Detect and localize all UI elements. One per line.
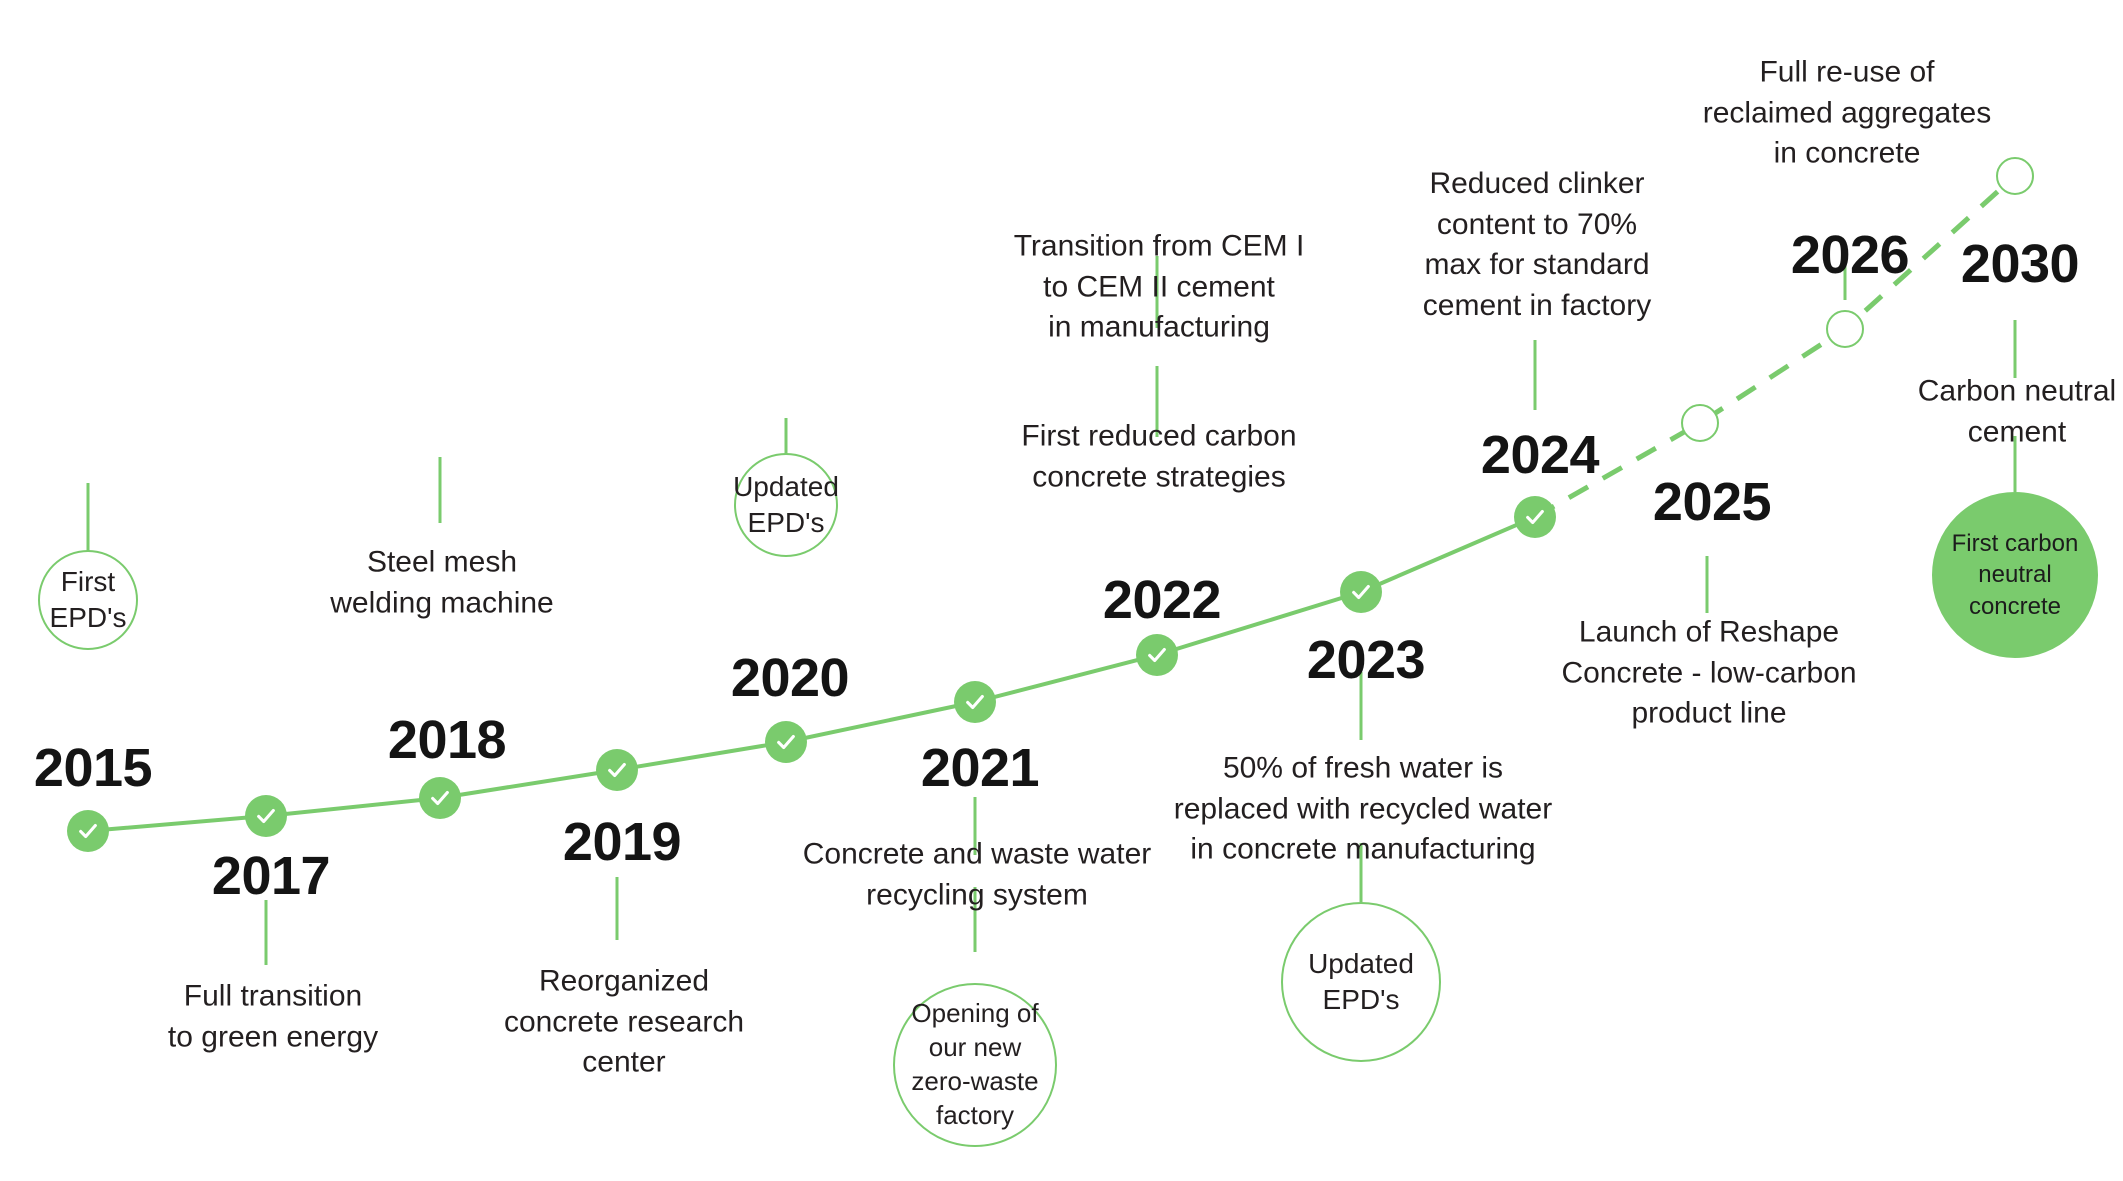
check-icon bbox=[1146, 644, 1168, 666]
node-2025[interactable] bbox=[1681, 404, 1719, 442]
desc-2018: Steel mesh welding machine bbox=[330, 545, 554, 620]
check-icon bbox=[775, 731, 797, 753]
check-icon bbox=[1524, 506, 1546, 528]
check-icon bbox=[77, 820, 99, 842]
year-label-2024: 2024 bbox=[1480, 425, 1600, 485]
desc-2030: Carbon neutral cement bbox=[1917, 374, 2117, 449]
bubble-first-epds[interactable]: First EPD's bbox=[38, 550, 138, 650]
bubble-updated-epds-2020-label: Updated EPD's bbox=[733, 470, 839, 538]
year-label-2025: 2025 bbox=[1652, 472, 1772, 532]
bubble-zero-waste-factory[interactable]: Opening of our new zero-waste factory bbox=[893, 983, 1057, 1147]
check-icon bbox=[429, 787, 451, 809]
desc-2021: Concrete and waste water recycling syste… bbox=[802, 837, 1152, 912]
desc-2025: Launch of Reshape Concrete - low-carbon … bbox=[1561, 615, 1857, 730]
year-label-2022: 2022 bbox=[1102, 570, 1222, 630]
year-label-2019: 2019 bbox=[562, 812, 682, 872]
node-2023[interactable] bbox=[1340, 571, 1382, 613]
node-2022[interactable] bbox=[1136, 634, 1178, 676]
node-2021[interactable] bbox=[954, 681, 996, 723]
bubble-updated-epds-2023[interactable]: Updated EPD's bbox=[1281, 902, 1441, 1062]
check-icon bbox=[964, 691, 986, 713]
bubble-zero-waste-factory-label: Opening of our new zero-waste factory bbox=[911, 998, 1039, 1130]
node-2019[interactable] bbox=[596, 749, 638, 791]
desc-2024: Reduced clinker content to 70% max for s… bbox=[1422, 167, 1652, 322]
check-icon bbox=[1350, 581, 1372, 603]
desc-2023: 50% of fresh water is replaced with recy… bbox=[1173, 751, 1553, 866]
year-label-2023: 2023 bbox=[1306, 630, 1426, 690]
node-2020[interactable] bbox=[765, 721, 807, 763]
node-2026[interactable] bbox=[1826, 310, 1864, 348]
year-label-2026: 2026 bbox=[1790, 225, 1910, 285]
desc-2026: Full re-use of reclaimed aggregates in c… bbox=[1702, 55, 1992, 170]
bubble-first-carbon-neutral-concrete[interactable]: First carbon neutral concrete bbox=[1932, 492, 2098, 658]
bubble-updated-epds-2023-label: Updated EPD's bbox=[1308, 947, 1414, 1015]
node-2018[interactable] bbox=[419, 777, 461, 819]
desc-2019: Reorganized concrete research center bbox=[503, 964, 745, 1079]
node-2015[interactable] bbox=[67, 810, 109, 852]
year-label-2018: 2018 bbox=[387, 710, 507, 770]
desc-2022-upper: Transition from CEM I to CEM II cement i… bbox=[1013, 229, 1305, 344]
check-icon bbox=[255, 805, 277, 827]
bubble-first-epds-label: First EPD's bbox=[49, 565, 127, 633]
check-icon bbox=[606, 759, 628, 781]
year-label-2020: 2020 bbox=[730, 648, 850, 708]
bubble-updated-epds-2020[interactable]: Updated EPD's bbox=[733, 453, 839, 557]
year-label-2015: 2015 bbox=[33, 738, 153, 798]
bubble-first-carbon-neutral-concrete-label: First carbon neutral concrete bbox=[1951, 530, 2079, 620]
year-label-2030: 2030 bbox=[1960, 234, 2080, 294]
node-2017[interactable] bbox=[245, 795, 287, 837]
desc-2017: Full transition to green energy bbox=[167, 979, 379, 1054]
node-2024[interactable] bbox=[1514, 496, 1556, 538]
year-label-2017: 2017 bbox=[211, 846, 331, 906]
node-2030[interactable] bbox=[1996, 157, 2034, 195]
year-label-2021: 2021 bbox=[920, 738, 1040, 798]
desc-2022-lower: First reduced carbon concrete strategies bbox=[1021, 419, 1297, 494]
